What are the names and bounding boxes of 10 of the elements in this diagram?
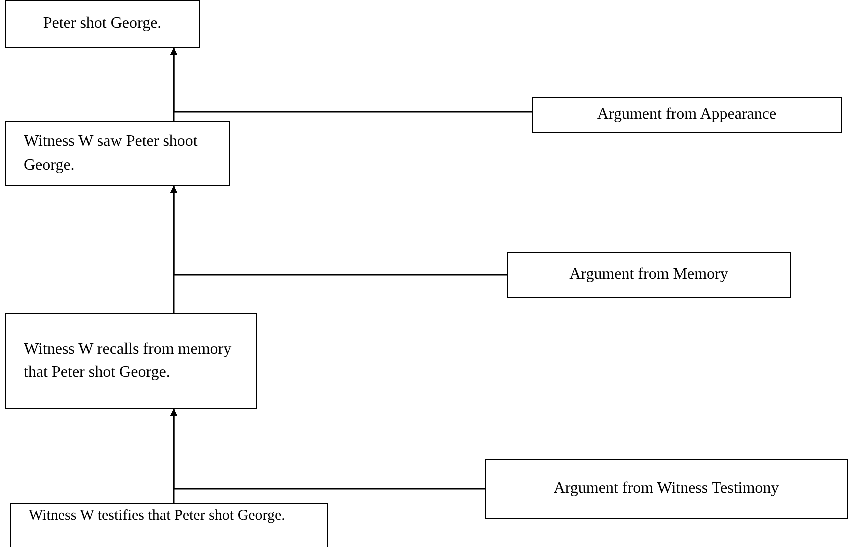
statement-box: Witness W recalls from memory that Peter shot George.: [5, 313, 257, 409]
arrow: [170, 186, 507, 276]
arrow: [170, 48, 532, 113]
statement-box: Argument from Witness Testimony: [485, 459, 848, 519]
statement-box: Witness W testifies that Peter shot George.: [10, 503, 328, 547]
arrow: [170, 409, 485, 490]
statement-box: Peter shot George.: [5, 0, 200, 48]
statement-box: Witness W saw Peter shoot George.: [5, 121, 230, 186]
statement-box: Argument from Memory: [507, 252, 791, 298]
statement-box: Argument from Appearance: [532, 97, 842, 133]
